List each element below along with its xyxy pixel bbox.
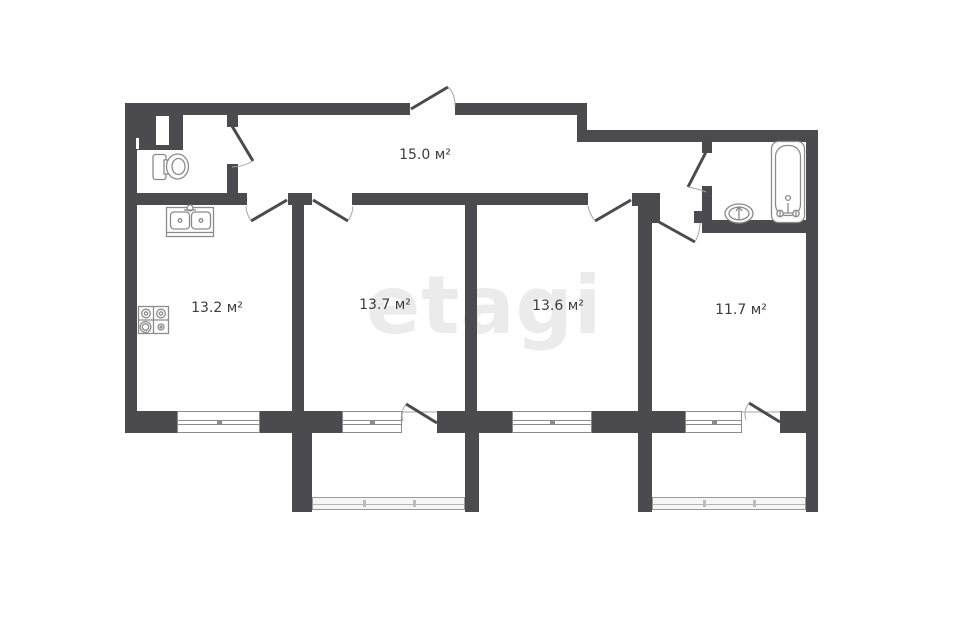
wall-segment — [702, 186, 712, 222]
room-13-6-area-label: 13.6 м² — [532, 298, 584, 314]
wall-segment — [125, 193, 247, 205]
wall-segment — [780, 411, 818, 433]
wc-door-icon — [230, 125, 255, 168]
entrance-door-icon — [410, 85, 456, 111]
balcony-glazing — [652, 497, 806, 510]
wall-segment — [702, 142, 712, 153]
kitchen-area-label: 13.2 м² — [191, 300, 243, 316]
wall-segment — [125, 411, 177, 433]
stove-icon — [137, 305, 170, 335]
wall-segment — [632, 193, 660, 206]
shaft-niche — [156, 116, 169, 145]
washbasin-icon — [724, 203, 754, 224]
kitchen-sink-icon — [165, 204, 215, 238]
wall-segment — [260, 411, 342, 433]
balcony-door-13-7-icon — [401, 402, 438, 425]
room-13-7-door-icon — [312, 198, 354, 223]
wall-mark — [136, 138, 139, 149]
bathroom-door-icon — [686, 151, 708, 193]
wall-segment — [227, 164, 238, 195]
wall-segment — [592, 411, 652, 433]
room-13-6-door-icon — [587, 198, 632, 223]
window — [685, 411, 742, 433]
wall-segment — [702, 220, 818, 233]
window — [512, 411, 592, 433]
room-13-7-area-label: 13.7 м² — [359, 297, 411, 313]
bathtub-icon — [770, 140, 806, 224]
wall-segment — [638, 205, 652, 433]
room-11-7-door-icon — [658, 220, 701, 244]
wall-segment — [638, 433, 652, 512]
watermark: etagi — [366, 259, 603, 352]
balcony-door-11-7-icon — [742, 401, 781, 424]
toilet-icon — [152, 153, 190, 181]
wall-segment — [455, 103, 587, 115]
balcony-glazing — [312, 497, 465, 510]
wall-segment — [292, 433, 312, 512]
wall-segment — [577, 130, 818, 142]
hallway-area-label: 15.0 м² — [399, 147, 451, 163]
wall-segment — [288, 193, 312, 205]
wall-segment — [125, 103, 137, 433]
wall-segment — [227, 114, 238, 127]
wall-segment — [437, 411, 512, 433]
wall-segment — [465, 205, 477, 433]
window — [177, 411, 260, 433]
wall-segment — [652, 411, 685, 433]
wall-segment — [650, 204, 660, 223]
room-11-7-area-label: 11.7 м² — [715, 302, 767, 318]
wall-segment — [577, 103, 587, 142]
kitchen-door-icon — [245, 198, 288, 223]
window — [342, 411, 402, 433]
wall-segment — [352, 193, 588, 205]
wall-segment — [292, 205, 304, 433]
wall-segment — [465, 433, 479, 512]
wall-segment — [125, 103, 410, 115]
